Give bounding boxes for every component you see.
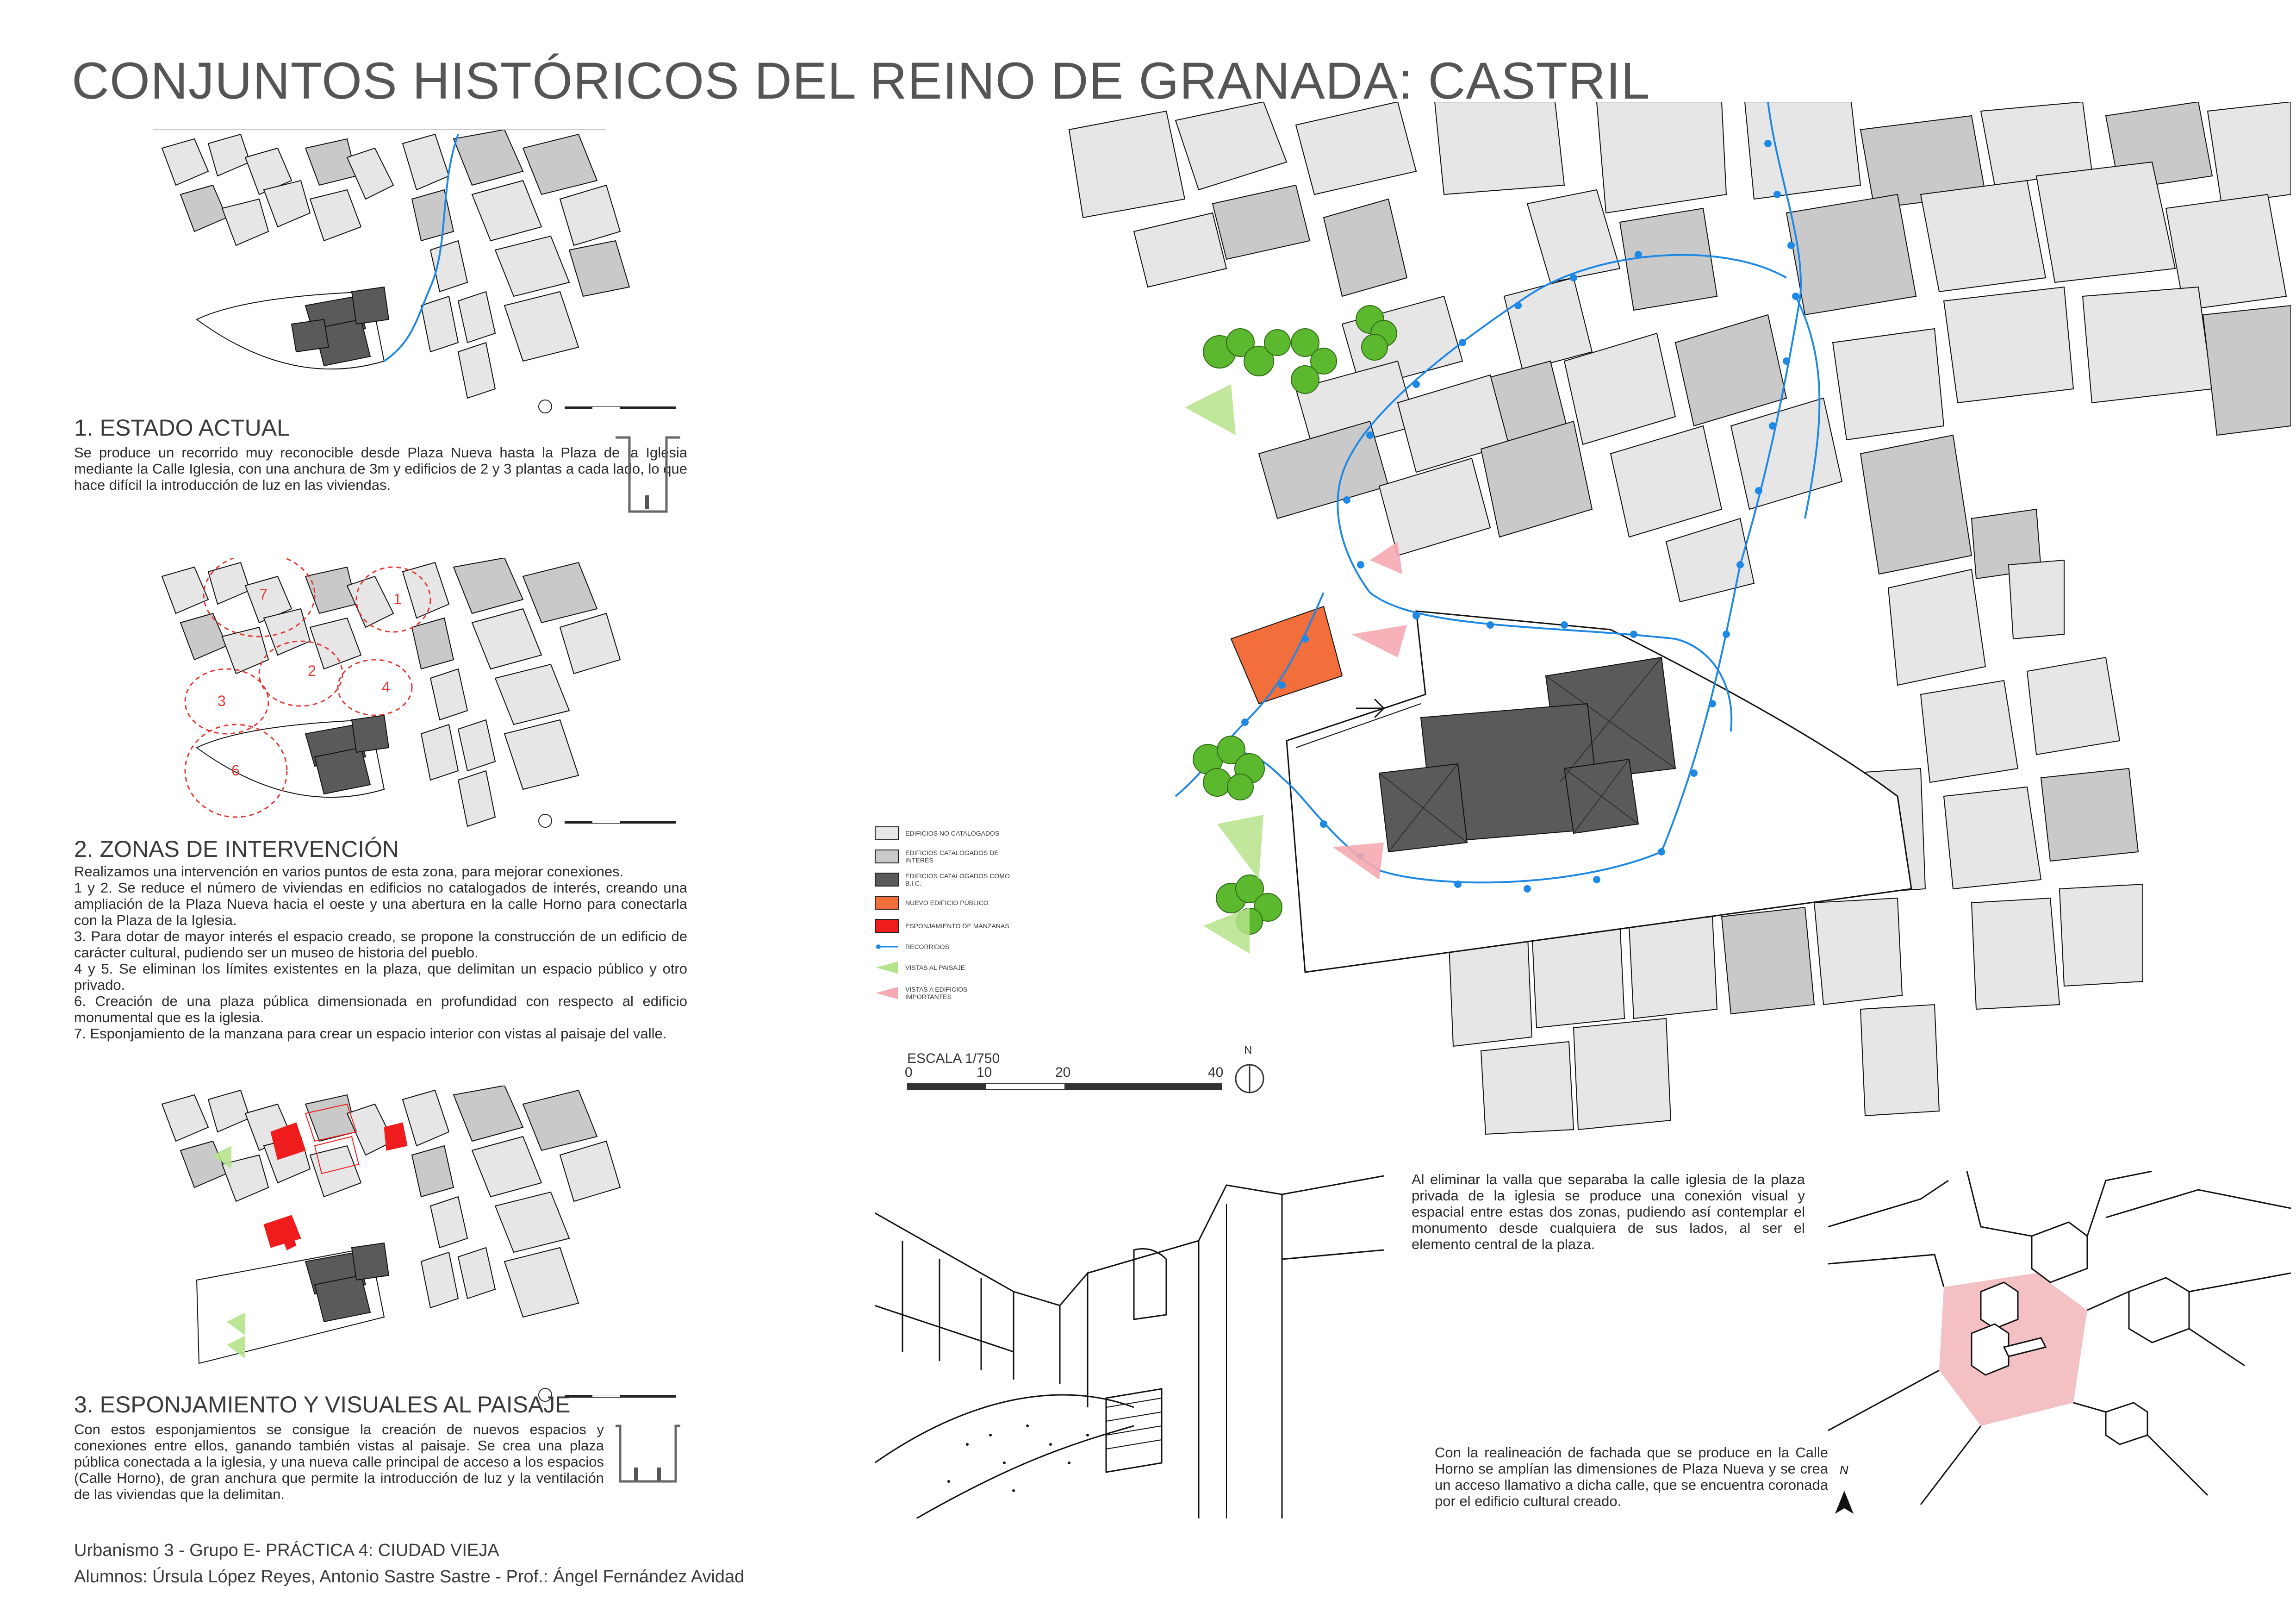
building-view-icon: [876, 987, 898, 999]
legend-swatch: [875, 873, 899, 887]
map-legend: EDIFICIOS NO CATALOGADOS EDIFICIOS CATAL…: [875, 824, 1023, 1018]
legend-label: VISTAS A EDIFICIOS IMPORTANTES: [905, 986, 968, 1000]
new-public-building: [1230, 606, 1343, 705]
legend-item: RECORRIDOS: [875, 937, 1012, 956]
north-label: N: [1244, 1044, 1252, 1056]
legend-swatch: [875, 919, 899, 933]
legend-item: VISTAS A EDIFICIOS IMPORTANTES: [875, 984, 1012, 1002]
legend-label: EDIFICIOS CATALOGADOS DE INTERÉS: [905, 849, 999, 864]
street-section-icon: [616, 436, 680, 513]
section-1-heading: 1. ESTADO ACTUAL: [74, 415, 290, 441]
mini-scale-bar-1: [538, 400, 676, 413]
street-section-icon-wide: [616, 1424, 680, 1483]
zone-number: 6: [231, 762, 240, 779]
zone-number: 3: [218, 693, 226, 709]
landscape-view-icon: [876, 962, 898, 974]
legend-label: NUEVO EDIFICIO PÚBLICO: [905, 899, 989, 906]
section-2-paragraph: 7. Esponjamiento de la manzana para crea…: [74, 1025, 667, 1042]
scale-tick: 20: [1055, 1065, 1071, 1080]
section-2-paragraph: 4 y 5. Se eliminan los límites existente…: [74, 961, 687, 993]
section-2-paragraph: 3. Para dotar de mayor interés el espaci…: [74, 928, 687, 961]
legend-item: VISTAS AL PAISAJE: [875, 958, 1012, 977]
note-calle-horno: Con la realineación de fachada que se pr…: [1435, 1444, 1828, 1509]
zone-number: 4: [382, 679, 390, 695]
route-legend-icon: [876, 944, 898, 949]
section-1-text: Se produce un recorrido muy reconocible …: [74, 444, 687, 493]
section-2-paragraph: Realizamos una intervención en varios pu…: [74, 863, 624, 880]
legend-swatch: [875, 896, 899, 910]
section-1-paragraph: Se produce un recorrido muy reconocible …: [74, 444, 687, 493]
legend-item: EDIFICIOS CATALOGADOS COMO B.I.C.: [875, 870, 1012, 889]
legend-swatch: [875, 826, 899, 840]
north-label-small: N: [1840, 1463, 1848, 1477]
section-2-heading: 2. ZONAS DE INTERVENCIÓN: [74, 836, 399, 862]
note-valla: Al eliminar la valla que separaba la cal…: [1412, 1171, 1805, 1252]
section-2-text: Realizamos una intervención en varios pu…: [74, 863, 687, 1042]
map-zonas-intervencion: 7 1 2 3 4 6: [161, 558, 621, 827]
street-perspective-sketch: [875, 1175, 1384, 1518]
map-esponjamiento: [161, 1086, 621, 1364]
north-arrow-icon: [1235, 1064, 1264, 1093]
legend-item: EDIFICIOS CATALOGADOS DE INTERÉS: [875, 847, 1012, 866]
zone-number: 7: [259, 586, 268, 603]
legend-label: RECORRIDOS: [905, 943, 949, 950]
map-estado-actual: [153, 130, 630, 399]
scale-tick: 0: [905, 1065, 913, 1080]
section-2-paragraph: 1 y 2. Se reduce el número de viviendas …: [74, 880, 687, 928]
mini-scale-bar-3: [538, 1388, 676, 1402]
main-site-plan: [1068, 102, 2291, 1135]
legend-item: NUEVO EDIFICIO PÚBLICO: [875, 893, 1012, 912]
section-3-heading: 3. ESPONJAMIENTO Y VISUALES AL PAISAJE: [74, 1392, 571, 1418]
scale-tick: 10: [977, 1065, 992, 1080]
legend-swatch: [875, 849, 899, 863]
footer-authors: Alumnos: Úrsula López Reyes, Antonio Sas…: [74, 1567, 745, 1587]
scale-bar: [907, 1069, 1222, 1090]
axonometric-sketch: [1828, 1171, 2291, 1505]
scale-label: ESCALA 1/750: [907, 1051, 1000, 1066]
legend-item: ESPONJAMIENTO DE MANZANAS: [875, 917, 1012, 935]
mini-scale-bar-2: [538, 814, 676, 828]
footer-course: Urbanismo 3 - Grupo E- PRÁCTICA 4: CIUDA…: [74, 1541, 499, 1560]
legend-label: VISTAS AL PAISAJE: [905, 964, 965, 971]
legend-label: EDIFICIOS NO CATALOGADOS: [905, 830, 1000, 837]
legend-label: EDIFICIOS CATALOGADOS COMO B.I.C.: [905, 872, 1010, 887]
section-2-paragraph: 6. Creación de una plaza pública dimensi…: [74, 993, 687, 1025]
legend-item: EDIFICIOS NO CATALOGADOS: [875, 824, 1012, 843]
section-3-text: Con estos esponjamientos se consigue la …: [74, 1421, 604, 1502]
page-title: CONJUNTOS HISTÓRICOS DEL REINO DE GRANAD…: [72, 52, 1650, 110]
legend-label: ESPONJAMIENTO DE MANZANAS: [905, 922, 1009, 930]
zone-number: 1: [393, 591, 402, 607]
scale-tick: 40: [1208, 1065, 1224, 1080]
north-arrow-small-icon: [1835, 1491, 1854, 1514]
section-3-paragraph: Con estos esponjamientos se consigue la …: [74, 1421, 604, 1502]
zone-number: 2: [308, 662, 316, 679]
